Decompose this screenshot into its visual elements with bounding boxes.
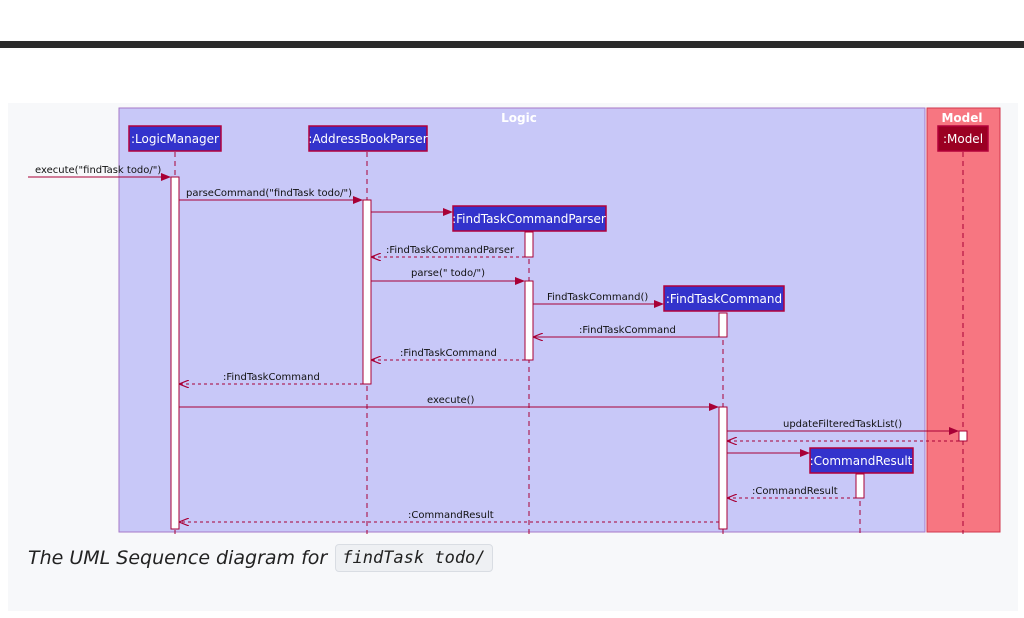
activation-logic-manager	[170, 176, 180, 530]
page-top-divider	[0, 41, 1024, 48]
message-update-filtered-label: updateFilteredTaskList()	[783, 419, 902, 430]
caption-text: The UML Sequence diagram for	[28, 547, 328, 569]
message-return-command-to-lm-label: :FindTaskCommand	[223, 372, 320, 383]
message-return-result-label: :CommandResult	[752, 486, 838, 497]
caption-code: findTask todo/	[335, 544, 493, 572]
participant-find-task-command-box	[663, 285, 785, 312]
message-execute-find-task-label: execute("findTask todo/")	[35, 165, 161, 176]
participant-logic-manager-box	[128, 125, 222, 152]
participant-address-book-parser-box	[308, 125, 428, 152]
message-return-parser-label: :FindTaskCommandParser	[386, 245, 515, 256]
activation-command-result	[855, 473, 865, 499]
participant-find-task-command-parser: :FindTaskCommandParser	[452, 212, 606, 226]
activation-parser-ctor	[524, 231, 534, 258]
participant-model-box	[937, 125, 989, 152]
figure-caption: The UML Sequence diagram for findTask to…	[28, 544, 493, 572]
participant-logic-manager: :LogicManager	[131, 132, 219, 146]
message-return-command-ctor-label: :FindTaskCommand	[579, 325, 676, 336]
logic-frame-title: Logic	[501, 111, 537, 125]
message-return-command-to-abp-label: :FindTaskCommand	[400, 348, 497, 359]
activation-parser-parse	[524, 280, 534, 361]
message-return-result-to-lm-label: :CommandResult	[408, 510, 494, 521]
activation-model	[958, 430, 968, 442]
activation-find-command-ctor	[718, 312, 728, 338]
message-parse-label: parse(" todo/")	[411, 268, 485, 279]
participant-command-result-box	[809, 447, 914, 474]
participant-address-book-parser: :AddressBookParser	[308, 132, 427, 146]
model-frame-title: Model	[941, 111, 982, 125]
activation-find-command-execute	[718, 406, 728, 530]
activation-address-book-parser	[362, 199, 372, 385]
participant-model: :Model	[943, 132, 983, 146]
message-parse-command-label: parseCommand("findTask todo/")	[186, 188, 352, 199]
participant-find-task-command: :FindTaskCommand	[666, 292, 782, 306]
participant-command-result: :CommandResult	[810, 454, 913, 468]
message-create-command-label: FindTaskCommand()	[547, 292, 648, 303]
logic-frame	[118, 107, 926, 533]
message-execute-label: execute()	[427, 395, 475, 406]
participant-find-task-command-parser-box	[452, 205, 607, 232]
